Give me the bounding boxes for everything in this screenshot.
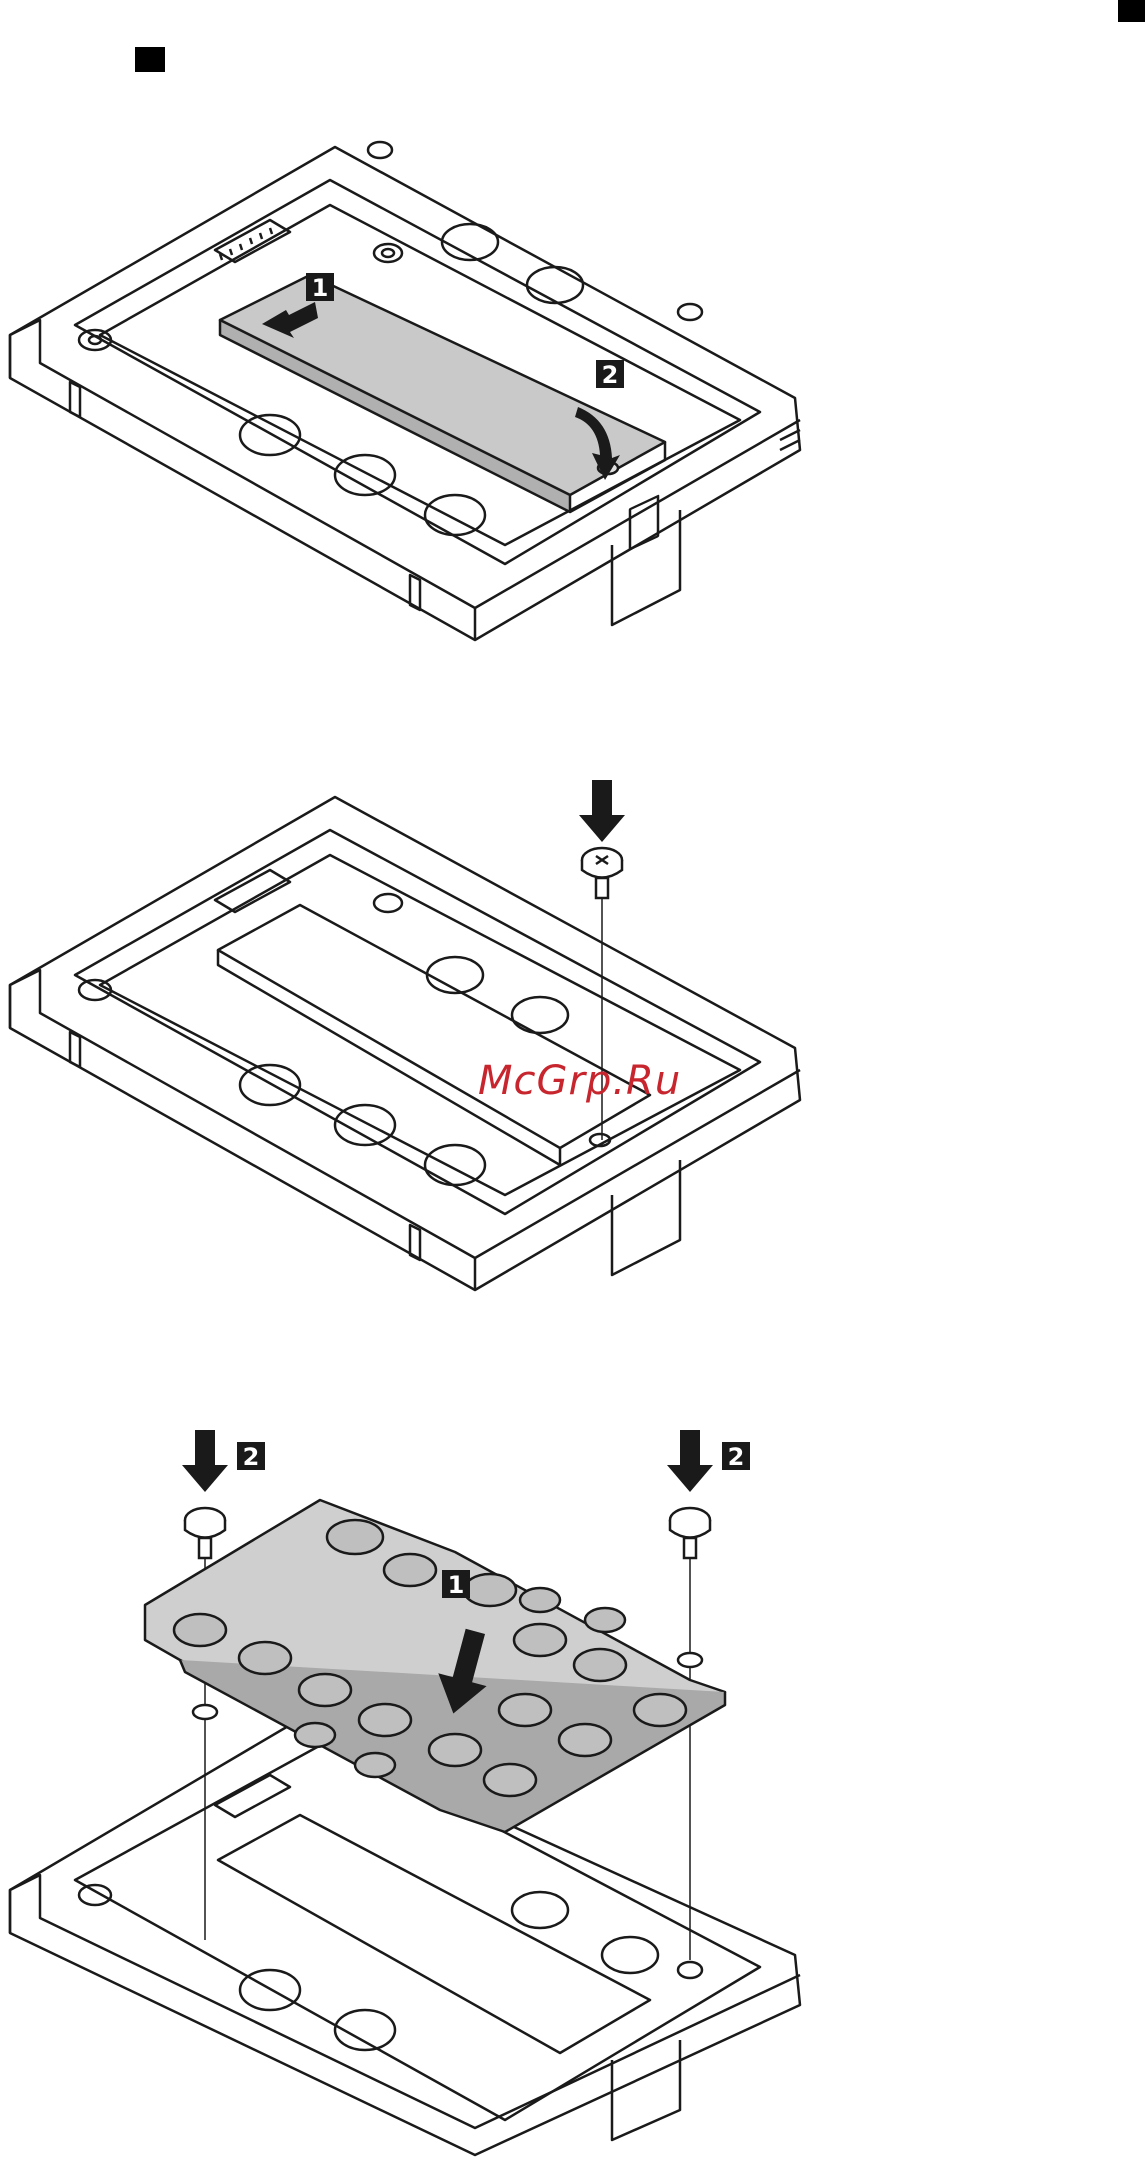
screw-boss xyxy=(79,330,111,350)
cover-plate xyxy=(145,1500,725,1832)
screw-boss xyxy=(368,142,392,158)
callout-2: 2 xyxy=(596,360,624,389)
callout-1: 1 xyxy=(306,273,334,302)
svg-text:2: 2 xyxy=(602,361,619,389)
screw-boss xyxy=(79,980,111,1000)
screw xyxy=(582,848,622,898)
screw xyxy=(185,1508,225,1558)
screw-boss xyxy=(678,1962,702,1978)
figure-install-cover-plate: 2 1 2 xyxy=(0,1420,1145,2060)
figure-install-ssd: 1 2 xyxy=(0,120,1145,760)
watermark-text: McGrp.Ru xyxy=(478,1058,681,1104)
ssd-module xyxy=(218,1815,650,2053)
connector xyxy=(215,220,290,262)
ssd-module xyxy=(218,905,650,1148)
svg-text:2: 2 xyxy=(243,1443,260,1471)
bracket-illustration-1: 1 2 xyxy=(0,120,1145,760)
svg-text:1: 1 xyxy=(312,274,329,302)
screw-boss xyxy=(374,244,402,262)
screw xyxy=(670,1508,710,1558)
bracket-illustration-3: 2 1 2 xyxy=(0,1420,1145,2160)
connector xyxy=(215,870,290,912)
down-arrow xyxy=(667,1430,713,1492)
callout-2-left: 2 xyxy=(237,1442,265,1471)
page-corner-marker xyxy=(1118,0,1145,22)
svg-text:2: 2 xyxy=(728,1443,745,1471)
callout-2-right: 2 xyxy=(722,1442,750,1471)
down-arrow xyxy=(182,1430,228,1492)
screw-boss xyxy=(79,1885,111,1905)
down-arrow xyxy=(579,780,625,842)
section-marker-square xyxy=(135,47,165,72)
svg-text:1: 1 xyxy=(448,1571,465,1599)
callout-1-plate: 1 xyxy=(442,1570,470,1599)
cable-tab xyxy=(612,2040,680,2140)
screw-boss xyxy=(374,894,402,912)
screw-boss xyxy=(678,304,702,320)
ssd-module xyxy=(220,275,665,512)
